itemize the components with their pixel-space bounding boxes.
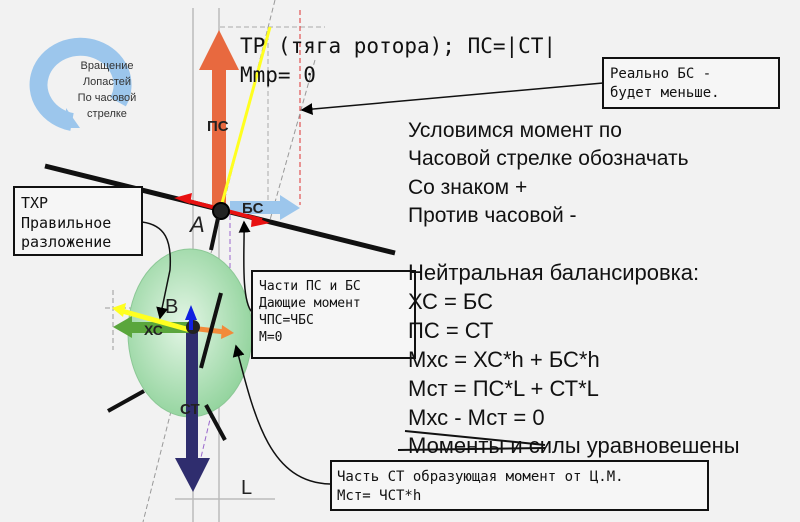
ct-box xyxy=(330,460,709,511)
real-bc-box xyxy=(602,57,780,109)
txp-line-3: разложение xyxy=(21,233,111,251)
balance-heading: Нейтральная балансировка: xyxy=(408,260,699,285)
label-l: L xyxy=(241,477,252,499)
ct-box-line-1: Часть СТ образующая момент от Ц.М. xyxy=(337,469,624,485)
parts-line-1: Части ПС и БС xyxy=(259,279,361,294)
bc-arrow xyxy=(230,195,300,220)
parts-leader xyxy=(238,220,253,313)
convention-line-1: Условимся момент по xyxy=(408,119,622,142)
balance-eq-2: ПС = СТ xyxy=(408,318,493,343)
rotation-badge-text: Вращение Лопастей По часовой стрелке xyxy=(78,60,137,120)
real-bc-leader xyxy=(300,82,604,116)
label-a: А xyxy=(188,212,205,237)
ct-leader xyxy=(232,344,331,485)
real-bc-line-1: Реально БС - xyxy=(610,66,711,82)
point-a-hub xyxy=(212,202,230,220)
real-bc-line-2: будет меньше. xyxy=(610,85,720,101)
tp-vector xyxy=(219,26,272,208)
label-pc: ПС xyxy=(207,118,229,135)
txp-box xyxy=(13,186,143,256)
yellow-arrowhead xyxy=(112,303,126,317)
blue-up-arrow xyxy=(185,305,197,320)
parts-line-4: М=0 xyxy=(259,330,282,345)
parts-line-3: ЧПС=ЧБС xyxy=(259,313,314,328)
title-line-2: Mmp= 0 xyxy=(240,63,316,87)
rotation-text-3: По часовой xyxy=(78,92,137,104)
label-xc: ХС xyxy=(144,322,163,338)
label-bc: БС xyxy=(242,200,264,217)
pc-arrow xyxy=(199,30,239,208)
rotation-text-1: Вращение xyxy=(81,60,134,72)
yellow-component xyxy=(121,308,191,333)
convention-line-4: Против часовой - xyxy=(408,204,577,227)
txp-title: ТХР xyxy=(21,194,48,212)
ct-arrow xyxy=(175,330,210,492)
balance-eq-5: Мхс - Мст = 0 xyxy=(408,405,545,430)
parts-box xyxy=(251,270,416,359)
balance-eq-1: ХС = БС xyxy=(408,289,493,314)
title-line-1: ТР (тяга ротора); ПС=|СТ| xyxy=(240,34,556,59)
mast-line xyxy=(209,217,220,251)
txp-leader xyxy=(141,221,172,320)
balance-conclusion: Моменты и силы уравновешены xyxy=(408,433,740,458)
label-ct: СТ xyxy=(180,401,200,418)
body-strokes xyxy=(107,292,227,441)
xc-arrow xyxy=(113,316,190,338)
ct-box-line-2: Мст= ЧСТ*h xyxy=(337,488,421,504)
blue-up-arrow-shaft xyxy=(189,318,193,330)
rotation-text-2: Лопастей xyxy=(83,76,131,88)
label-b: В xyxy=(165,296,178,318)
rotation-clockwise-icon xyxy=(29,37,132,131)
balance-eq-4: Мст = ПС*L + СТ*L xyxy=(408,376,599,401)
convention-line-3: Со знаком + xyxy=(408,176,527,199)
txp-line-2: Правильное xyxy=(21,214,111,232)
convention-line-2: Часовой стрелке обозначать xyxy=(408,147,689,170)
balance-eq-3: Мхс = ХС*h + БС*h xyxy=(408,347,600,372)
strikethrough-marks xyxy=(397,430,546,451)
parts-line-2: Дающие момент xyxy=(259,296,361,311)
rotation-text-4: стрелке xyxy=(87,108,127,120)
balance-conclusion-rest: силы уравновешены xyxy=(523,433,740,458)
orange-arrowhead xyxy=(221,325,234,339)
